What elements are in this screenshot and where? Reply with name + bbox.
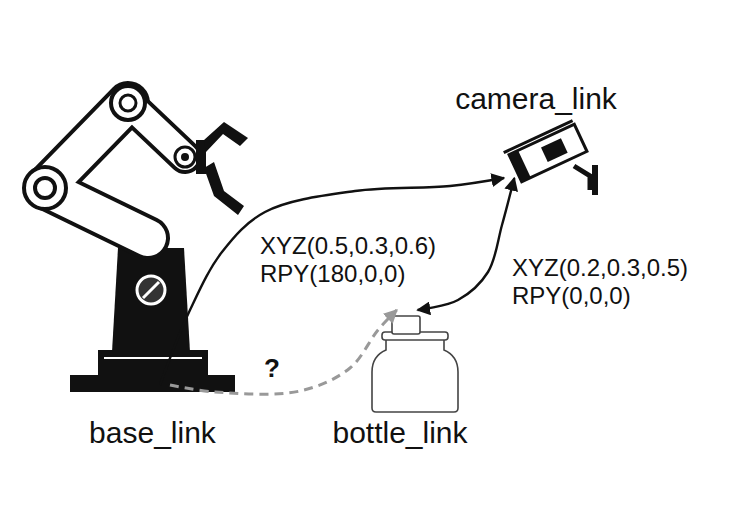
frame-name: bottle_link	[332, 416, 467, 451]
pose-label: XYZ(0.2,0.3,0.5) RPY(0,0,0)	[510, 254, 690, 310]
frame-node: base_link	[70, 385, 235, 450]
arm-joint	[111, 86, 145, 120]
wall-plate	[592, 165, 598, 195]
pose-label: ?	[262, 354, 282, 382]
camera	[504, 121, 598, 195]
robot-screw	[137, 276, 165, 304]
arm-joint	[175, 147, 195, 167]
transform-arrow	[160, 178, 504, 385]
robot-pedestal	[98, 350, 208, 376]
camera-lens	[509, 150, 531, 181]
dashed-arrow	[170, 310, 397, 394]
gripper-claw	[204, 162, 244, 215]
frame-name: camera_link	[455, 82, 617, 117]
camera-window	[541, 138, 568, 162]
arm-joint-core	[181, 153, 189, 161]
bottle-body	[372, 338, 458, 412]
robot-arm	[24, 86, 248, 392]
gripper-claw	[204, 122, 248, 152]
bottle	[372, 316, 458, 412]
frame-node: bottle_link	[320, 310, 480, 450]
screw-slot	[143, 282, 159, 298]
robot-base-plate	[70, 375, 235, 392]
frame-name: base_link	[89, 416, 216, 451]
camera-mount	[574, 166, 590, 190]
pedestal-line	[104, 357, 202, 359]
pose-label: XYZ(0.5,0.3,0.6) RPY(180,0,0)	[258, 232, 438, 288]
arm-joint-core	[35, 178, 55, 198]
bottle-cork	[392, 316, 420, 334]
arm-joint	[24, 167, 66, 209]
frame-node: camera_link	[447, 82, 625, 178]
arm-joint-core	[120, 95, 136, 111]
